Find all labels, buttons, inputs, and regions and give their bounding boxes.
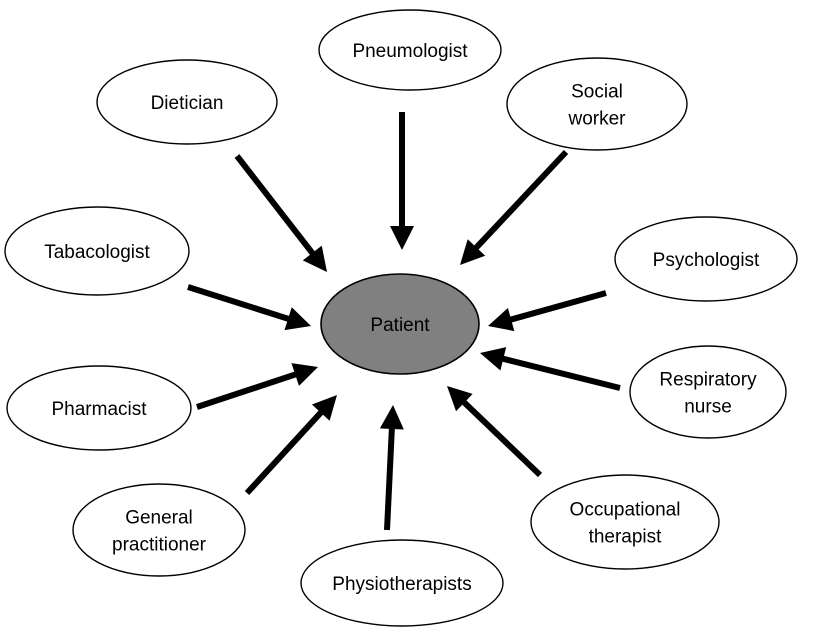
node-respiratory-nurse: Respiratory nurse [629,345,787,439]
arrow-head [379,405,404,430]
arrow-general-practitioner-to-patient [244,395,337,496]
node-label-line: nurse [684,397,732,418]
arrow-head [480,347,507,371]
arrow-head [488,307,515,332]
center-ellipse [320,273,480,375]
arrows-layer [187,112,621,531]
node-ellipse [300,539,504,627]
arrow-head [284,307,311,331]
arrow-head [447,386,473,412]
arrow-head [390,226,414,250]
node-pharmacist: Pharmacist [6,365,192,451]
node-label-line: Physiotherapists [332,574,471,595]
arrow-social-worker-to-patient [460,149,569,265]
node-ellipse [72,483,246,577]
arrow-head [311,395,337,421]
node-ellipse [96,59,278,145]
node-dietician: Dietician [96,59,278,145]
node-label-line: worker [567,109,626,130]
node-ellipse [614,216,798,302]
center-node-patient: Patient [320,273,480,375]
node-label-line: Pneumologist [352,41,468,62]
arrow-respiratory-nurse-to-patient [480,347,621,391]
center-label: Patient [370,315,430,336]
arrow-physiotherapists-to-patient [379,405,404,531]
node-general-practitioner: General practitioner [72,483,246,577]
node-label-line: Pharmacist [51,399,147,420]
arrow-shaft [508,290,607,323]
node-ellipse [506,57,688,151]
arrow-pneumologist-to-patient [390,112,414,250]
node-label-line: Respiratory [659,370,757,391]
arrow-head [460,239,486,265]
node-label-line: practitioner [112,535,207,556]
node-label-line: Social [571,82,623,103]
node-social-worker: Social worker [506,57,688,151]
arrow-tabacologist-to-patient [187,284,311,331]
arrow-occupational-therapist-to-patient [447,386,543,478]
node-label-line: Dietician [151,93,224,114]
arrow-shaft [500,355,621,391]
node-ellipse [530,474,720,570]
node-label-line: Psychologist [653,250,760,271]
node-occupational-therapist: Occupational therapist [530,474,720,570]
arrow-shaft [384,426,395,531]
arrow-shaft [187,284,291,323]
node-label-line: Occupational [570,500,681,521]
node-tabacologist: Tabacologist [4,206,190,296]
arrow-shaft [196,371,299,410]
arrow-shaft [244,409,325,496]
node-physiotherapists: Physiotherapists [300,539,504,627]
arrow-pharmacist-to-patient [196,363,318,410]
node-pneumologist: Pneumologist [318,9,502,91]
node-ellipse [629,345,787,439]
node-psychologist: Psychologist [614,216,798,302]
arrow-shaft [472,149,569,252]
node-ellipse [4,206,190,296]
arrow-shaft [234,154,316,257]
node-label-line: General [125,508,193,529]
arrow-psychologist-to-patient [488,290,607,332]
arrow-shaft [460,399,543,478]
node-label-line: therapist [589,527,663,548]
node-ellipse [6,365,192,451]
node-ellipse [318,9,502,91]
arrow-dietician-to-patient [234,154,327,272]
node-label-line: Tabacologist [44,242,150,263]
arrow-head [291,363,318,386]
arrow-head [302,245,327,272]
